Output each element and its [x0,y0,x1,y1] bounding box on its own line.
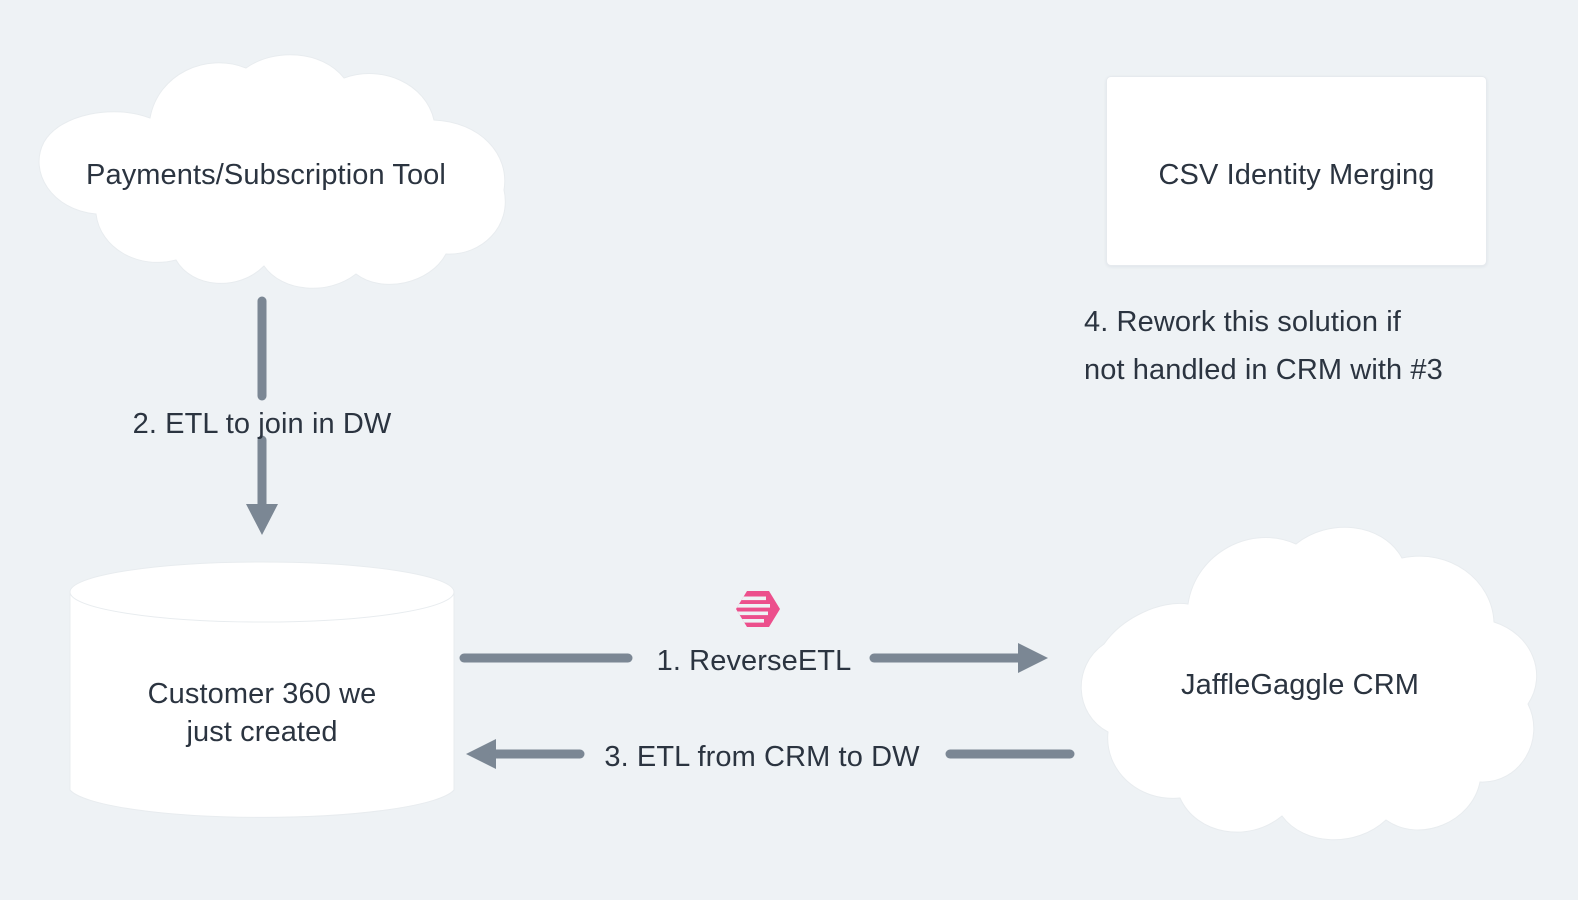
node-jafflegaggle-crm[interactable] [1060,518,1540,848]
cylinder-shape [69,561,455,818]
arrowhead-left [466,739,496,769]
edge-label-reverse-etl: 1. ReverseETL [656,645,852,677]
cloud-shape [1080,526,1538,841]
edge-etl-to-join-in-dw [246,296,278,535]
node-csv-identity-merging[interactable] [1106,76,1487,266]
cloud-shape [38,54,506,289]
edge-etl-from-crm-to-dw [466,739,1075,769]
edge-label-etl-from-crm-to-dw: 3. ETL from CRM to DW [604,741,920,773]
annotation-rework-note: 4. Rework this solution if not handled i… [1084,306,1443,387]
edge-reverse-etl [459,643,1048,673]
dbt-logo-icon [736,589,780,629]
arrowhead-right [1018,643,1048,673]
node-customer-360-warehouse[interactable] [68,560,456,822]
node-payments-subscription-tool[interactable] [10,54,522,294]
edge-label-etl-to-join-in-dw: 2. ETL to join in DW [132,408,392,440]
arrowhead-down [246,504,278,535]
